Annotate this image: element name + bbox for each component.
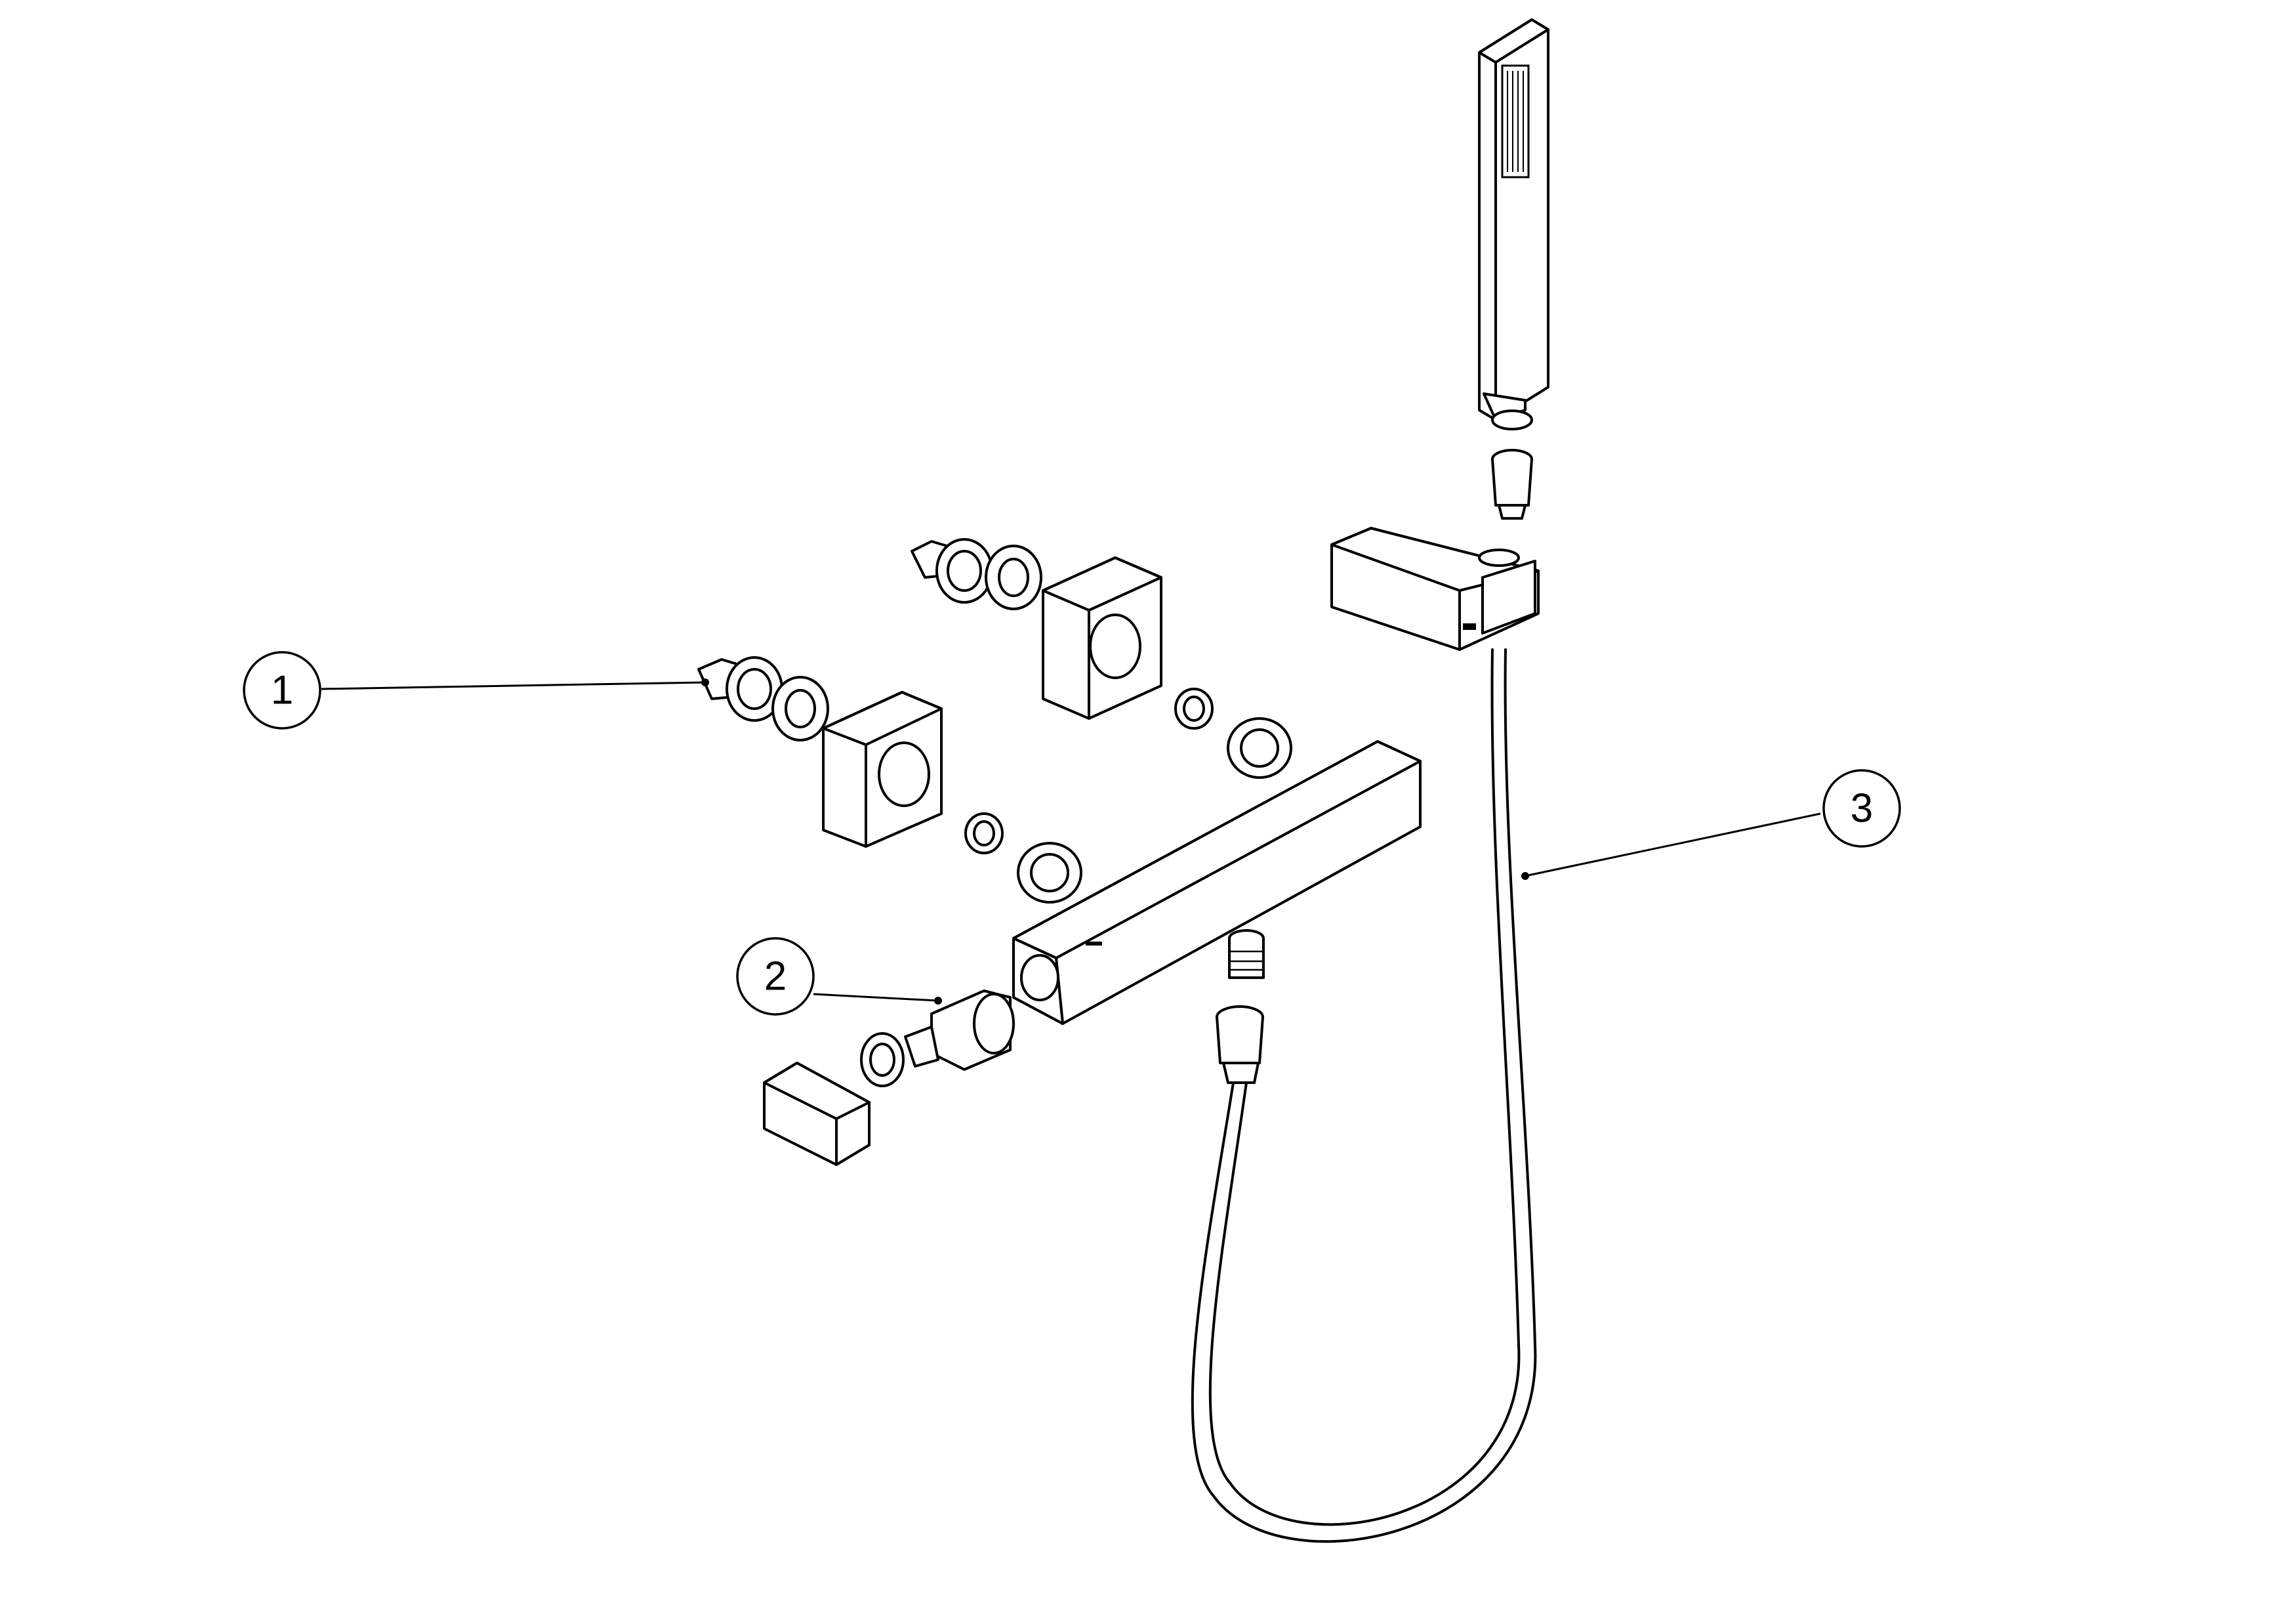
wall-flange-lower <box>822 691 943 848</box>
callout-3: 3 <box>1521 769 1901 880</box>
cartridge <box>904 989 1015 1071</box>
callout-1: 1 <box>243 651 709 730</box>
spray-nozzle-grid <box>1501 64 1530 178</box>
callout-3-label: 3 <box>1851 786 1873 831</box>
nut-lower <box>964 812 1004 854</box>
handle <box>763 1062 871 1166</box>
cap-nut-lower <box>1017 842 1082 904</box>
hose-nut-upper <box>1491 449 1533 520</box>
wall-flange-upper <box>1042 556 1162 720</box>
shower-hose <box>1191 648 1537 1543</box>
callout-1-label: 1 <box>271 668 293 713</box>
mixer-body <box>1012 740 1422 1025</box>
inlet-connector-upper <box>911 538 1042 610</box>
shower-head-connector <box>1483 392 1533 430</box>
outlet-nipple <box>1228 929 1265 979</box>
hand-shower-head <box>1478 18 1549 430</box>
nut-upper <box>1174 688 1214 730</box>
shower-holder-bracket <box>1330 527 1540 651</box>
callout-2: 2 <box>736 937 942 1016</box>
inlet-connector <box>697 656 829 741</box>
cartridge-ring <box>860 1032 905 1087</box>
cap-nut-upper <box>1227 717 1292 779</box>
callout-2-label: 2 <box>764 954 787 999</box>
